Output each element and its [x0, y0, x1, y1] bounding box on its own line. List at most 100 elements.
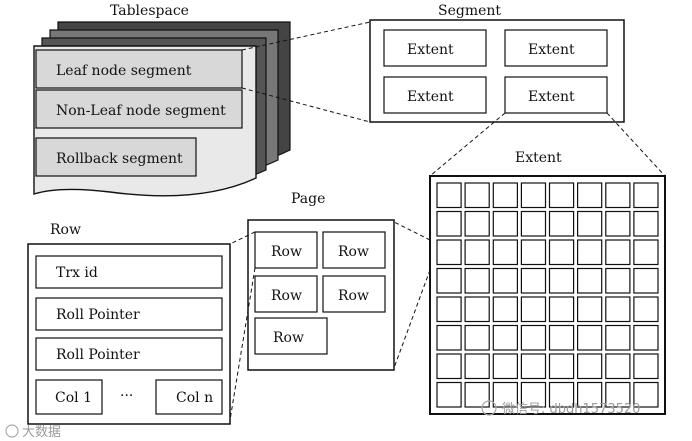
- extent-page-cell: [464, 296, 490, 323]
- segment-extent-label: Extent: [528, 89, 575, 105]
- page-group: Page Row Row Row Row Row: [247, 191, 395, 371]
- extent-page-cell: [548, 210, 575, 237]
- watermark-logo-icon: [5, 424, 19, 438]
- leaf-node-segment-box: [35, 49, 243, 89]
- watermark-right: 微信号: dbdh1573520: [481, 400, 640, 417]
- segment-title: Segment: [438, 3, 501, 19]
- extent-page-cell: [464, 267, 490, 294]
- extent-page-cell: [436, 239, 462, 266]
- connector-page-row-bottom: [229, 267, 256, 421]
- extent-page-cell: [633, 267, 659, 294]
- page-row-box: [322, 275, 386, 313]
- page-row-label: Row: [271, 244, 302, 260]
- segment-extent-box: [383, 29, 487, 67]
- extent-page-cell: [436, 182, 462, 209]
- extent-page-cell: [576, 182, 603, 209]
- roll-pointer-field-box: [35, 297, 223, 331]
- trx-id-field-box: [35, 255, 223, 289]
- extent-page-cell: [520, 267, 547, 294]
- extent-page-cell: [605, 381, 631, 408]
- page-row-label: Row: [273, 330, 304, 346]
- connector-tablespace-segment-bottom: [241, 87, 371, 123]
- page-row-label: Row: [338, 244, 369, 260]
- extent-page-cell: [520, 239, 547, 266]
- page-row-label: Row: [338, 288, 369, 304]
- connector-extent-page-bottom: [393, 269, 431, 369]
- leaf-node-segment-label: Leaf node segment: [56, 63, 192, 79]
- extent-page-cell: [520, 296, 547, 323]
- rollback-segment-box: [35, 137, 197, 177]
- extent-page-cell: [605, 239, 631, 266]
- page-row-box: [254, 317, 328, 355]
- extent-page-cell: [520, 381, 547, 408]
- extent-group: Extent: [429, 150, 666, 415]
- extent-page-grid: [436, 182, 659, 408]
- tablespace-group: Tablespace Leaf node segment Non-Leaf no…: [33, 3, 291, 197]
- extent-page-cell: [633, 296, 659, 323]
- extent-page-cell: [576, 381, 603, 408]
- extent-page-cell: [492, 353, 518, 380]
- extent-page-cell: [492, 381, 518, 408]
- segment-extent-label: Extent: [407, 89, 454, 105]
- extent-page-cell: [605, 182, 631, 209]
- connector-extent-page-top: [393, 221, 431, 241]
- roll-pointer-field-label: Roll Pointer: [56, 347, 140, 363]
- wechat-icon: [481, 400, 497, 416]
- extent-page-cell: [633, 381, 659, 408]
- col-1-label: Col 1: [55, 390, 92, 406]
- extent-page-cell: [492, 210, 518, 237]
- extent-page-cell: [633, 353, 659, 380]
- extent-page-cell: [464, 353, 490, 380]
- extent-page-cell: [605, 324, 631, 351]
- extent-page-cell: [633, 239, 659, 266]
- extent-page-cell: [464, 239, 490, 266]
- segment-group: Segment Extent Extent Extent Extent: [369, 3, 625, 123]
- page-row-label: Row: [271, 288, 302, 304]
- segment-extent-label: Extent: [528, 42, 575, 58]
- extent-page-cell: [492, 296, 518, 323]
- col-n-label: Col n: [176, 390, 213, 406]
- col-n-box: [155, 379, 223, 415]
- extent-page-cell: [436, 296, 462, 323]
- extent-page-cell: [576, 296, 603, 323]
- extent-page-cell: [548, 296, 575, 323]
- connector-segment-extent-left: [429, 112, 506, 177]
- extent-page-cell: [605, 267, 631, 294]
- extent-page-cell: [492, 324, 518, 351]
- segment-extent-box: [504, 76, 608, 114]
- trx-id-field-label: Trx id: [56, 265, 98, 281]
- page-row-box: [322, 231, 386, 269]
- page-row-box: [254, 275, 318, 313]
- roll-pointer-field-box: [35, 337, 223, 371]
- watermark-left-text: 大数据: [22, 425, 61, 440]
- extent-page-cell: [548, 182, 575, 209]
- connector-page-row-top: [229, 231, 256, 245]
- extent-page-cell: [520, 324, 547, 351]
- row-title: Row: [50, 222, 81, 238]
- page-row-box: [254, 231, 318, 269]
- roll-pointer-field-label: Roll Pointer: [56, 307, 140, 323]
- extent-page-cell: [548, 239, 575, 266]
- segment-extent-label: Extent: [407, 42, 454, 58]
- extent-page-cell: [576, 210, 603, 237]
- page-title: Page: [291, 191, 325, 207]
- extent-page-cell: [576, 239, 603, 266]
- extent-page-cell: [464, 324, 490, 351]
- extent-page-cell: [492, 239, 518, 266]
- row-group: Row Trx id Roll Pointer Roll Pointer Col…: [27, 222, 231, 425]
- extent-page-cell: [464, 210, 490, 237]
- extent-page-cell: [464, 381, 490, 408]
- extent-page-cell: [436, 353, 462, 380]
- extent-page-cell: [492, 267, 518, 294]
- non-leaf-node-segment-box: [35, 89, 243, 129]
- watermark-left: 大数据: [5, 424, 61, 440]
- extent-page-cell: [436, 324, 462, 351]
- extent-page-cell: [548, 353, 575, 380]
- extent-title: Extent: [515, 150, 562, 166]
- segment-extent-box: [504, 29, 608, 67]
- extent-page-cell: [548, 324, 575, 351]
- extent-page-cell: [605, 353, 631, 380]
- extent-page-cell: [436, 381, 462, 408]
- extent-page-cell: [520, 210, 547, 237]
- rollback-segment-label: Rollback segment: [56, 151, 183, 167]
